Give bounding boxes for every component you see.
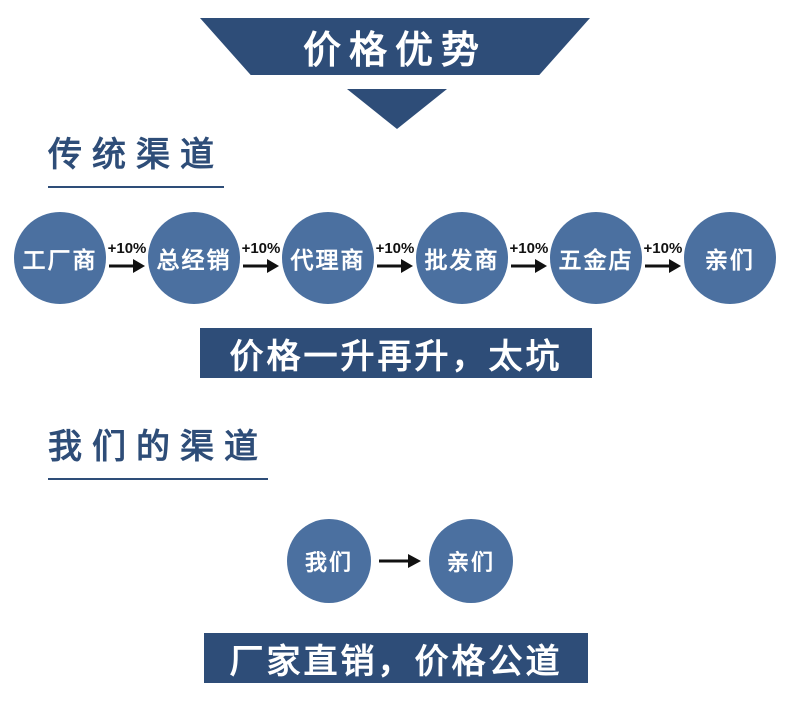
page-title: 价格优势 xyxy=(302,30,487,72)
our-flow: 我们 亲们 xyxy=(287,519,513,603)
flow-node-customers: 亲们 xyxy=(683,212,776,304)
right-arrow-icon xyxy=(644,259,681,273)
flow-node-us: 我们 xyxy=(287,519,371,603)
flow-arrow-group: +10% xyxy=(375,240,415,275)
down-arrow-icon xyxy=(347,89,447,129)
flow-node-distributor: 总经销 xyxy=(147,212,240,304)
right-arrow-icon xyxy=(376,259,413,273)
header-banner: 价格优势 xyxy=(200,18,590,75)
flow-node-agent: 代理商 xyxy=(281,212,374,304)
flow-arrow-group: +10% xyxy=(107,240,147,275)
plus-10-label: +10% xyxy=(509,240,549,257)
plus-10-label: +10% xyxy=(375,240,415,257)
flow-arrow-group: +10% xyxy=(509,240,549,275)
our-channel-heading: 我们的渠道 xyxy=(48,430,268,480)
flow-node-hardware-store: 五金店 xyxy=(549,212,642,304)
traditional-channel-heading: 传统渠道 xyxy=(48,138,224,188)
flow-node-factory: 工厂商 xyxy=(14,212,106,304)
plus-10-label: +10% xyxy=(107,240,147,257)
right-arrow-icon xyxy=(379,554,421,568)
factory-direct-banner: 厂家直销，价格公道 xyxy=(204,633,588,683)
traditional-flow: 工厂商 +10% 总经销 +10% 代理商 +10% 批发商 +10% 五金店 … xyxy=(14,212,776,304)
right-arrow-icon xyxy=(510,259,547,273)
flow-arrow-group: +10% xyxy=(241,240,281,275)
plus-10-label: +10% xyxy=(643,240,683,257)
flow-arrow-group xyxy=(379,552,421,570)
flow-node-customers-2: 亲们 xyxy=(429,519,513,603)
flow-arrow-group: +10% xyxy=(643,240,683,275)
price-rise-banner: 价格一升再升，太坑 xyxy=(200,328,592,378)
plus-10-label: +10% xyxy=(241,240,281,257)
flow-node-wholesaler: 批发商 xyxy=(415,212,508,304)
right-arrow-icon xyxy=(242,259,279,273)
right-arrow-icon xyxy=(108,259,145,273)
